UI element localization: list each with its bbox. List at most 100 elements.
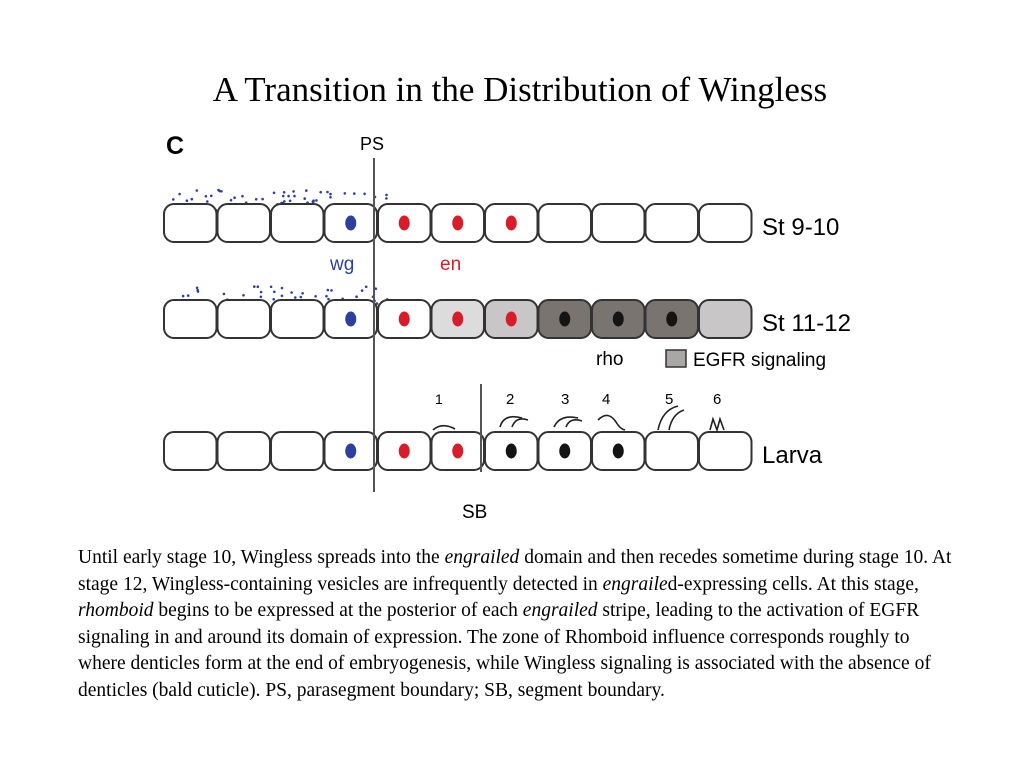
- caption-italic-engrailed-2: engrailed: [522, 600, 598, 621]
- cell: [698, 203, 753, 243]
- vesicle-dot: [272, 191, 276, 195]
- denticle-6: [709, 416, 725, 433]
- vesicle-dot: [195, 286, 199, 290]
- vesicle-dot: [343, 192, 347, 195]
- denticle-1: [432, 424, 456, 431]
- vesicle-dot: [210, 194, 213, 198]
- vesicle-dot: [292, 190, 295, 193]
- cell: [698, 431, 753, 471]
- vesicle-dot: [360, 289, 364, 292]
- denticle-3-b: [565, 419, 583, 428]
- vesicle-dot: [364, 285, 368, 289]
- cell: [270, 203, 325, 243]
- cell: [163, 299, 218, 339]
- nucleus: [398, 311, 410, 327]
- vesicle-dot: [269, 285, 273, 289]
- vesicle-dot: [241, 194, 244, 198]
- cell: [270, 431, 325, 471]
- vesicle-dot: [385, 197, 388, 200]
- vesicle-dot: [178, 192, 181, 196]
- row-st9-10: [163, 203, 753, 243]
- caption-text-1: Until early stage 10, Wingless spreads i…: [78, 547, 445, 568]
- egfr-legend-swatch: [665, 349, 687, 368]
- nucleus: [559, 443, 571, 459]
- row-larva: [163, 431, 753, 471]
- cell: [216, 299, 271, 339]
- en-label: en: [440, 254, 461, 275]
- caption-text-5: stripe, leading to the activation of EGF…: [78, 600, 931, 701]
- caption-text-2: domain and then recedes sometime during …: [78, 547, 952, 595]
- vesicle-dot: [222, 292, 226, 296]
- vesicle-dot: [329, 192, 332, 196]
- nucleus: [612, 443, 624, 459]
- cell: [644, 431, 699, 471]
- vesicle-dot: [253, 285, 256, 288]
- denticle-2-b: [511, 418, 529, 428]
- vesicle-dot: [259, 290, 263, 294]
- nucleus: [505, 443, 517, 459]
- vesicle-dot: [190, 197, 194, 201]
- vesicle-dot: [311, 200, 315, 204]
- sb-label: SB: [462, 502, 487, 523]
- vesicle-dot: [254, 198, 258, 201]
- vesicle-dot: [181, 294, 185, 298]
- caption-italic-engrailed: engrailed: [444, 547, 520, 568]
- denticle-3: [553, 416, 579, 428]
- vesicle-dot: [326, 288, 330, 292]
- nucleus: [612, 311, 624, 327]
- nucleus: [345, 443, 357, 459]
- nucleus: [345, 215, 357, 231]
- vesicle-dot: [315, 199, 318, 202]
- denticle-number-2: 2: [506, 391, 514, 408]
- cell: [216, 203, 271, 243]
- wg-label: wg: [329, 254, 354, 275]
- vesicle-dot: [325, 294, 328, 298]
- rho-label: rho: [596, 349, 623, 370]
- vesicle-dot: [288, 199, 292, 203]
- vesicle-dot: [281, 194, 285, 198]
- denticle-number-4: 4: [602, 391, 610, 408]
- vesicle-dot: [293, 194, 296, 198]
- vesicle-dot: [273, 290, 276, 294]
- vesicle-dot: [172, 198, 175, 201]
- vesicle-dot: [233, 196, 236, 199]
- cell: [163, 203, 218, 243]
- vesicle-dot: [282, 191, 286, 194]
- denticle-number-5: 5: [665, 391, 673, 408]
- denticle-number-6: 6: [713, 391, 721, 408]
- nucleus: [505, 215, 517, 231]
- vesicle-dot: [204, 195, 208, 198]
- vesicle-dot: [330, 289, 333, 292]
- vesicle-dot: [217, 188, 220, 192]
- vesicle-dot: [385, 193, 388, 197]
- cell: [591, 203, 646, 243]
- vesicle-dot: [303, 197, 306, 200]
- caption-text-3: d-expressing cells. At this stage,: [667, 573, 919, 595]
- vesicle-dot: [195, 189, 199, 192]
- vesicle-dot: [327, 297, 330, 301]
- nucleus: [398, 443, 410, 459]
- vesicle-dot: [301, 292, 304, 295]
- vesicle-dot: [329, 196, 332, 199]
- nucleus: [452, 443, 464, 459]
- vesicle-dot: [283, 200, 286, 203]
- vesicle-dot: [299, 295, 303, 299]
- figure-caption: Until early stage 10, Wingless spreads i…: [78, 545, 958, 704]
- cell: [644, 203, 699, 243]
- vesicle-dot: [185, 199, 189, 202]
- vesicle-dot: [259, 295, 263, 299]
- vesicle-dot: [326, 190, 329, 194]
- cell: [537, 203, 592, 243]
- caption-italic-rhomboid: rhomboid: [78, 600, 154, 621]
- row-label-larva: Larva: [762, 442, 823, 469]
- denticle-4: [597, 414, 626, 431]
- nucleus: [559, 311, 571, 327]
- vesicle-dot: [196, 290, 200, 293]
- vesicle-dot: [242, 294, 245, 297]
- vesicle-dot: [353, 192, 356, 195]
- vesicle-dot: [261, 197, 264, 201]
- caption-italic-engraile: engraile: [602, 573, 668, 595]
- nucleus: [452, 311, 464, 327]
- vesicle-dot: [374, 287, 378, 290]
- vesicle-dot: [287, 194, 290, 198]
